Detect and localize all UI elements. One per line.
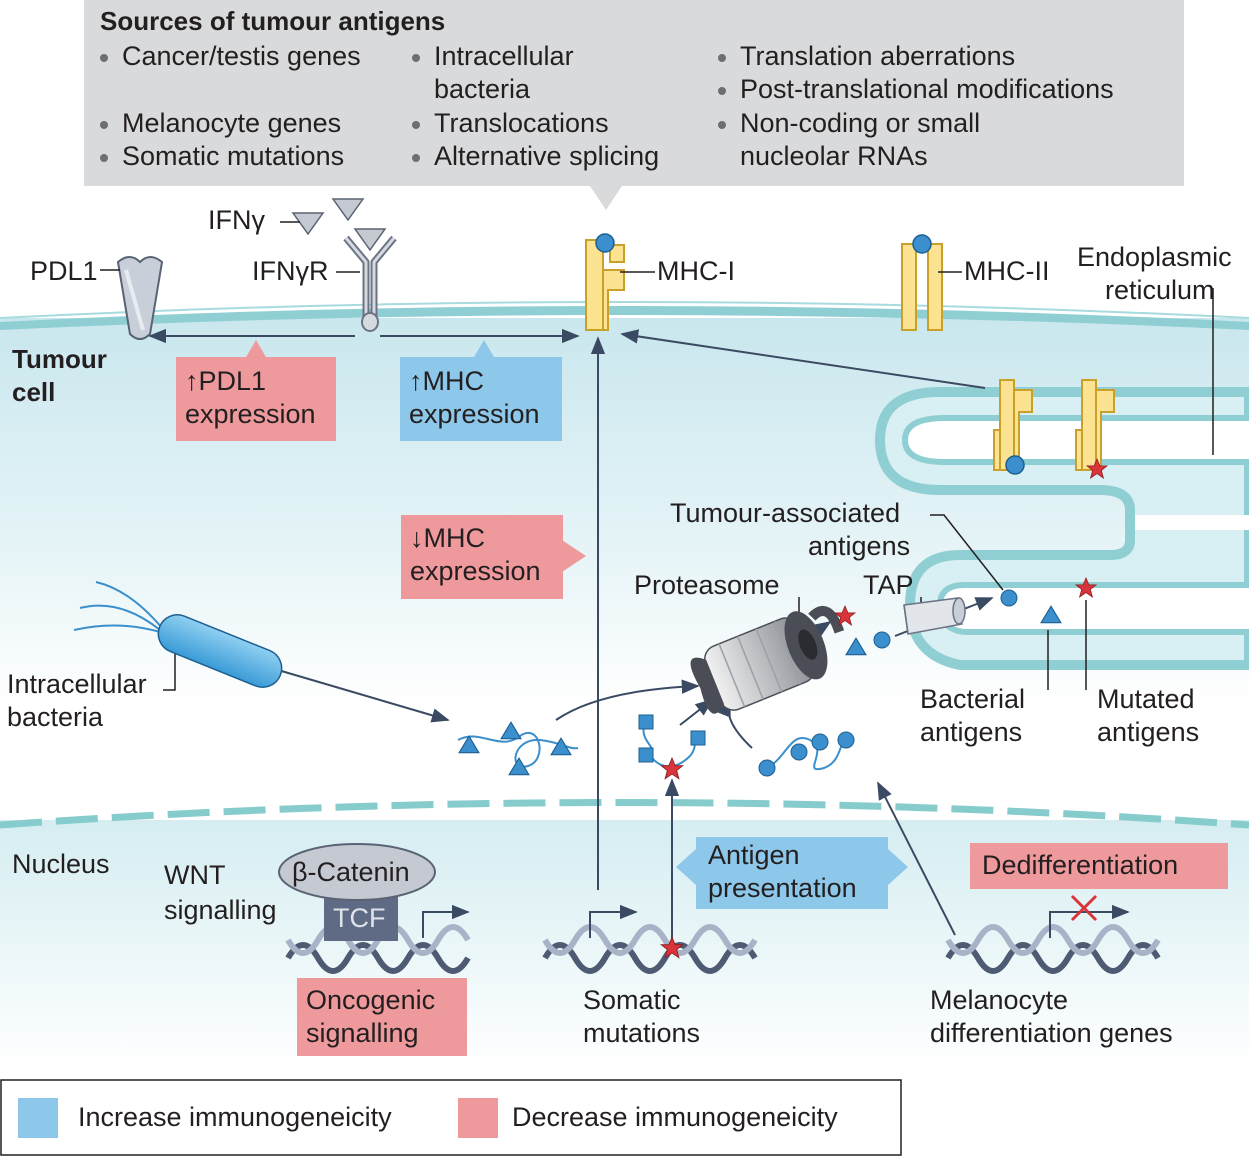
tap-label: TAP [863,570,914,600]
somatic-label-line2: mutations [583,1018,701,1048]
bacterium-shape [73,581,283,688]
mhc-i-membrane-shape [585,233,625,331]
source-item: Melanocyte genes [100,107,400,140]
bacteria-label-line2: bacteria [7,702,104,732]
source-item: Somatic mutations [100,140,400,173]
tcf-label: TCF [333,903,386,933]
endoplasmic-reticulum-shape [874,387,1249,670]
ifng-label: IFNγ [208,205,265,235]
pdl1-label: PDL1 [30,256,98,286]
source-item: Cancer/testis genes [100,40,400,73]
legend-decrease-label: Decrease immunogeneicity [512,1102,838,1132]
tumour-associated-label-line2: antigens [808,531,911,561]
melanocyte-genes-label-line2: differentiation genes [930,1018,1173,1048]
beta-catenin-label: β-Catenin [292,857,410,887]
mhc-in-er-shapes [993,379,1115,479]
tap-shape [903,597,966,635]
source-item: Alternative splicing [412,140,712,173]
mutated-antigens-label-line2: antigens [1097,717,1200,747]
mutated-antigens-label-line1: Mutated [1097,684,1195,714]
source-item: Post-translational modifications [718,73,1178,106]
bacteria-label-line1: Intracellular [7,669,147,699]
proteasome-shape [690,606,845,714]
mhc-i-label: MHC-I [657,256,735,286]
bacterial-antigens-label-line1: Bacterial [920,684,1026,714]
sources-title: Sources of tumour antigens [100,6,446,36]
nucleus-label: Nucleus [12,849,110,879]
tumour-associated-label-line1: Tumour-associated [670,498,901,528]
dna-helices [285,924,1161,974]
mhc-ii-label: MHC-II [964,256,1050,286]
er-label-line2: reticulum [1105,275,1215,305]
er-label-line1: Endoplasmic [1077,242,1232,272]
wnt-label-line1: WNT [164,860,226,890]
source-item: Translation aberrations [718,40,1178,73]
bacterial-antigens-label-line2: antigens [920,717,1023,747]
tumour-cell-label-line1: Tumour [12,344,107,374]
melanocyte-genes-label-line1: Melanocyte [930,985,1069,1015]
mhc-ii-membrane-shape [901,234,943,331]
wnt-label-line2: signalling [164,895,277,925]
source-item: Intracellular bacteria [412,40,632,106]
dedifferentiation-box: Dedifferentiation [970,843,1228,889]
proteasome-label: Proteasome [634,570,780,600]
source-item: Non-coding or small nucleolar RNAs [718,107,1038,173]
source-item: Translocations [412,107,712,140]
ifngr-label: IFNγR [252,256,329,286]
somatic-label-line1: Somatic [583,985,681,1015]
tumour-cell-label-line2: cell [12,377,56,407]
legend-increase-label: Increase immunogeneicity [78,1102,392,1132]
